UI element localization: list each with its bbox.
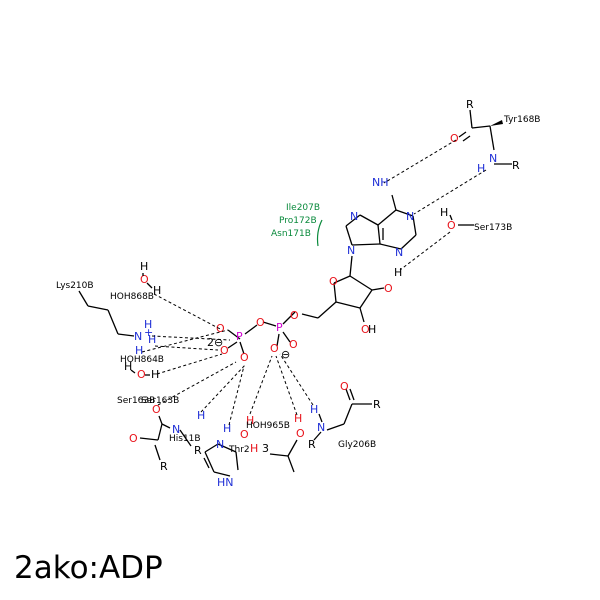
lys210-plus-label: + bbox=[144, 326, 153, 339]
thr-h-label: H bbox=[294, 412, 302, 425]
ribose-o3-h-label: H bbox=[368, 323, 376, 336]
hoh864-o-label: O bbox=[137, 368, 146, 381]
his11-imidazole bbox=[203, 443, 239, 477]
alpha-charge-2-label: 2 bbox=[207, 336, 214, 349]
hoh868-h1-label: H bbox=[140, 260, 148, 273]
thr2-o-label: O bbox=[240, 428, 249, 441]
gly206-residue-label: Gly206B bbox=[338, 440, 376, 450]
ser163-o-label: O bbox=[152, 403, 161, 416]
his11-r-label: R bbox=[160, 460, 168, 473]
phosphorus-beta-label: P bbox=[276, 321, 283, 334]
pro172-label: Pro172B bbox=[279, 216, 317, 226]
hoh864-h1-label: H bbox=[124, 360, 132, 373]
his11-backbone bbox=[139, 415, 192, 461]
phosphate-o-minus-label: O bbox=[270, 342, 279, 355]
ile207-label: Ile207B bbox=[286, 203, 320, 213]
hoh864-h2-label: H bbox=[151, 368, 159, 381]
adenine-n1-label: N bbox=[406, 210, 414, 223]
his-n-label: N bbox=[216, 438, 224, 451]
tyr168-fragment bbox=[458, 109, 512, 165]
gly206-r-label: R bbox=[373, 398, 381, 411]
thr2-residue-label: Thr2 bbox=[228, 445, 250, 455]
tyr168-o-label: O bbox=[450, 132, 459, 145]
his-h-label: H bbox=[223, 422, 231, 435]
adenine-n7-label: N bbox=[350, 210, 358, 223]
phosphate-charge-label: ⊖ bbox=[281, 348, 290, 361]
tyr168-residue-label: Tyr168B bbox=[503, 115, 540, 125]
hoh868-o-label: O bbox=[140, 273, 149, 286]
alpha-o-label: O bbox=[216, 322, 225, 335]
tyr168-r-label: R bbox=[466, 98, 474, 111]
asn171-label: Asn171B bbox=[271, 229, 311, 239]
hoh868-residue-label: HOH868B bbox=[110, 292, 154, 302]
ribose-o-label: O bbox=[329, 275, 338, 288]
hydrophobic-contacts bbox=[316, 219, 323, 247]
ribose-ring bbox=[301, 255, 385, 323]
lys210-h3-label: H bbox=[135, 344, 143, 357]
ser173-o-label: O bbox=[447, 219, 456, 232]
gly206-n-label: N bbox=[317, 421, 325, 434]
ser173-fragment bbox=[449, 214, 474, 226]
hoh868-h2-label: H bbox=[153, 284, 161, 297]
bridge-o5-label: O bbox=[290, 309, 299, 322]
his11-r2-label: R bbox=[194, 444, 202, 457]
ser173-h-label: H bbox=[440, 206, 448, 219]
phosphorus-alpha-label: P bbox=[236, 330, 243, 343]
adenine-n9-label: N bbox=[347, 244, 355, 257]
hoh864-residue-label: HOH864B bbox=[120, 355, 164, 365]
lys210-h2-label: H bbox=[148, 333, 156, 346]
tyr168-n-label: N bbox=[489, 152, 497, 165]
phosphate-chain bbox=[227, 311, 296, 355]
lys210-h1-label: H bbox=[144, 318, 152, 331]
thr2-h-label: H bbox=[250, 442, 258, 455]
adenine-n3-label: N bbox=[395, 246, 403, 259]
phosphate-o-label: O bbox=[289, 338, 298, 351]
tyr168-r2-label: R bbox=[512, 159, 520, 172]
tyr168-h-label: H bbox=[477, 162, 485, 175]
thr-o-label: O bbox=[296, 427, 305, 440]
thr-sidechain bbox=[269, 439, 298, 473]
ser163-overlap-label: Ser163B bbox=[141, 396, 179, 406]
hoh965-h1-label: H bbox=[246, 414, 254, 427]
ribose-o2-h-label: H bbox=[394, 266, 402, 279]
ribose-o3-label: O bbox=[361, 323, 370, 336]
lys210-residue-label: Lys210B bbox=[56, 281, 94, 291]
his11-h-label: H bbox=[197, 409, 205, 422]
his11-n-label: N bbox=[172, 423, 180, 436]
adenine-ring bbox=[345, 194, 417, 250]
alpha-o3-label: O bbox=[220, 344, 229, 357]
diagram-caption: 2ako:ADP bbox=[14, 550, 163, 586]
his11-residue-label: His11B bbox=[169, 434, 201, 444]
hoh965-residue-label: HOH965B bbox=[246, 421, 290, 431]
ribose-o2-label: O bbox=[384, 282, 393, 295]
gly206-h-label: H bbox=[310, 403, 318, 416]
gly206-r2-label: R bbox=[308, 438, 316, 451]
bridge-o-label: O bbox=[256, 316, 265, 329]
ser173-residue-label: Ser173B bbox=[474, 223, 512, 233]
alpha-charge-label: ⊖ bbox=[214, 336, 223, 349]
hydrogen-bonds bbox=[141, 139, 487, 426]
alpha-o2-label: O bbox=[240, 351, 249, 364]
ser163-residue-label: Ser163B bbox=[117, 396, 155, 406]
his-hn-label: HN bbox=[217, 476, 234, 489]
gly206-fragment bbox=[313, 388, 372, 441]
gly206-o-label: O bbox=[340, 380, 349, 393]
his11-o-label: O bbox=[129, 432, 138, 445]
lys210-fragment bbox=[78, 290, 135, 337]
thr2-3-label: 3 bbox=[262, 442, 269, 455]
lys210-n-label: N bbox=[134, 330, 142, 343]
amine-nh-label: NH bbox=[372, 176, 389, 189]
